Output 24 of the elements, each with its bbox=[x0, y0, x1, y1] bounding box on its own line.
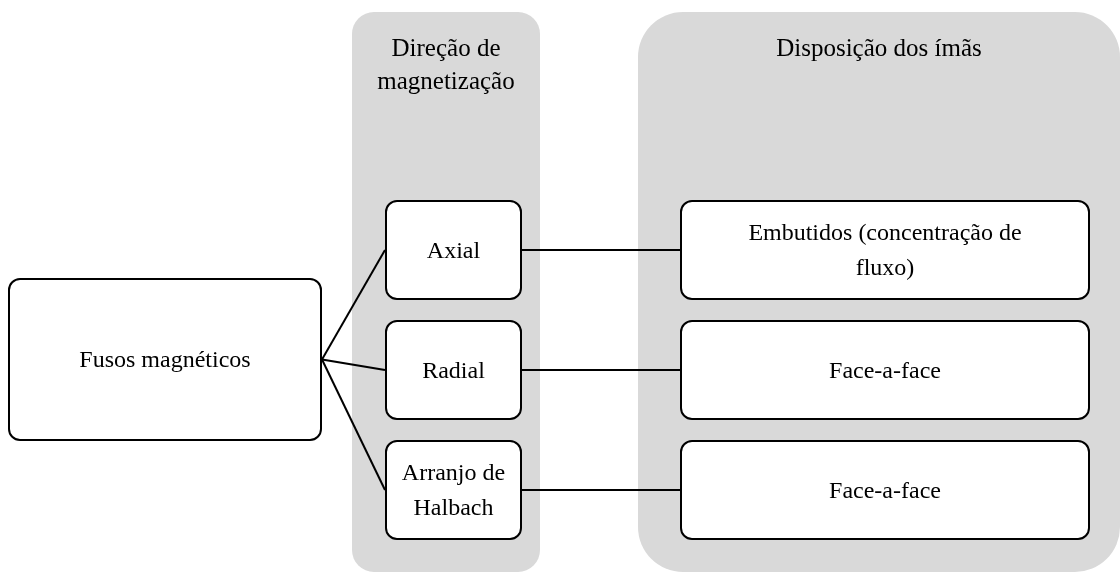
process-box bbox=[8, 278, 322, 441]
column-heading: Disposição dos ímãs bbox=[775, 33, 983, 63]
connector-line bbox=[521, 489, 681, 491]
box-label: Embutidos (concentração de fluxo) bbox=[747, 218, 1023, 282]
column-heading: Direção de magnetização bbox=[376, 33, 516, 96]
process-box bbox=[680, 320, 1090, 420]
process-box bbox=[680, 200, 1090, 300]
box-label: Arranjo de Halbach bbox=[400, 458, 507, 522]
process-box bbox=[385, 440, 522, 540]
box-label: Axial bbox=[425, 235, 482, 265]
process-box bbox=[680, 440, 1090, 540]
process-box bbox=[385, 320, 522, 420]
connector-line bbox=[521, 249, 681, 251]
box-label: Fusos magnéticos bbox=[78, 345, 252, 375]
box-label: Face-a-face bbox=[828, 475, 942, 505]
process-box bbox=[385, 200, 522, 300]
connector-line bbox=[521, 369, 681, 371]
box-label: Radial bbox=[421, 355, 486, 385]
connector-line bbox=[321, 249, 386, 361]
column-panel bbox=[638, 12, 1120, 572]
connector-line bbox=[321, 358, 386, 491]
box-label: Face-a-face bbox=[828, 355, 942, 385]
column-panel bbox=[352, 12, 540, 572]
connector-line bbox=[321, 358, 386, 371]
